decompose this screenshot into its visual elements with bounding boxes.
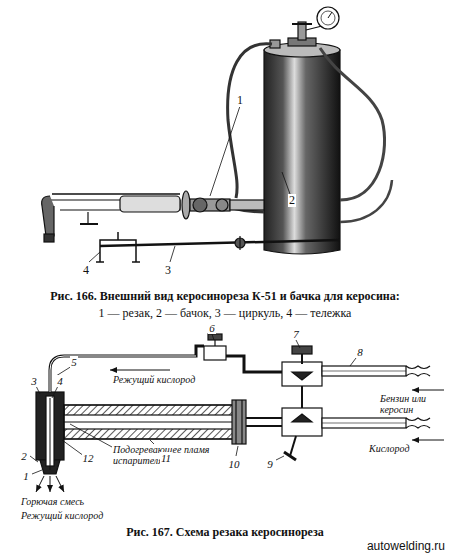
callout-number: 8 bbox=[356, 346, 364, 358]
callout-number: 3 bbox=[30, 375, 38, 387]
flow-arrow bbox=[36, 370, 444, 492]
callout-number: 12 bbox=[82, 452, 95, 464]
callout-number: 3 bbox=[164, 264, 172, 277]
leader-line bbox=[30, 334, 356, 474]
trolley bbox=[96, 232, 140, 262]
cutter bbox=[42, 191, 264, 242]
callout-number: 1 bbox=[22, 470, 30, 482]
callout-number: 6 bbox=[208, 322, 216, 334]
caption-legend: 1 — резак, 2 — бачок, 3 — циркуль, 4 — т… bbox=[98, 307, 353, 320]
callout-number: 10 bbox=[228, 458, 241, 470]
flow-label: Горючая смесь bbox=[20, 496, 85, 507]
callout-number: 4 bbox=[82, 264, 90, 277]
callout-number: 9 bbox=[266, 458, 274, 470]
hose bbox=[340, 180, 392, 222]
flow-label: Режущий кислород bbox=[20, 510, 104, 521]
callout-number: 4 bbox=[56, 375, 64, 387]
flow-label: Бензин или керосин bbox=[379, 393, 447, 415]
hose bbox=[228, 44, 272, 198]
callout-number: 1 bbox=[236, 94, 244, 107]
figure-caption: Рис. 166. Внешний вид керосинореза К-51 … bbox=[49, 290, 400, 303]
callout-number: 2 bbox=[20, 450, 28, 462]
cutter-scheme bbox=[36, 334, 430, 474]
leader-line bbox=[89, 106, 290, 262]
figure-caption: Рис. 167. Схема резака керосинореза bbox=[125, 526, 325, 539]
hose bbox=[320, 48, 385, 200]
flow-label: Кислород bbox=[368, 443, 411, 454]
watermark: autowelding.ru bbox=[366, 540, 446, 553]
callout-number: 2 bbox=[288, 194, 296, 207]
callout-number: 11 bbox=[160, 452, 172, 464]
tank bbox=[264, 7, 340, 254]
callout-number: 7 bbox=[292, 328, 300, 340]
callout-number: 5 bbox=[70, 356, 78, 368]
flow-label: Режущий кислород bbox=[112, 374, 196, 385]
